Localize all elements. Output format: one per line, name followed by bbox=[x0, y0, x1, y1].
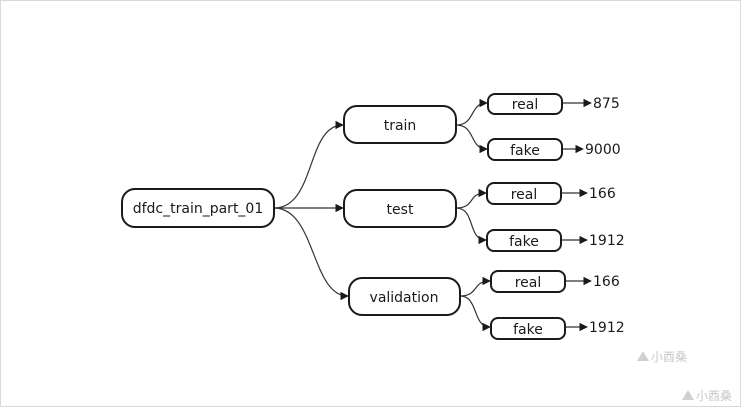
svg-text:小酉桑: 小酉桑 bbox=[696, 389, 732, 403]
count-validation-real: 166 bbox=[593, 274, 620, 290]
svg-text:小酉桑: 小酉桑 bbox=[651, 350, 687, 364]
edge-test-real bbox=[455, 188, 487, 209]
leaf-node-label: fake bbox=[513, 322, 543, 338]
count-validation-fake: 1912 bbox=[589, 320, 625, 336]
leaf-node-test-fake[interactable]: fake bbox=[486, 229, 562, 252]
edge-test-fake bbox=[455, 207, 487, 245]
count-train-real: 875 bbox=[593, 96, 620, 112]
watermark-middle: 小酉桑 bbox=[637, 350, 687, 364]
count-test-real: 166 bbox=[589, 186, 616, 202]
watermark-logo-icon bbox=[682, 390, 694, 400]
leaf-node-label: real bbox=[511, 187, 538, 203]
leaf-node-train-real[interactable]: real bbox=[487, 93, 563, 115]
edge-train-real bbox=[455, 98, 488, 126]
leaf-node-label: real bbox=[512, 97, 539, 113]
root-node[interactable]: dfdc_train_part_01 bbox=[121, 188, 275, 228]
watermark-corner: 小酉桑 bbox=[682, 389, 732, 403]
edge-root-train bbox=[273, 120, 344, 209]
leaf-node-label: fake bbox=[510, 143, 540, 159]
split-node-label: validation bbox=[370, 290, 439, 306]
leaf-node-label: real bbox=[515, 275, 542, 291]
leaf-node-train-fake[interactable]: fake bbox=[487, 138, 563, 161]
edge-validation-fake bbox=[459, 295, 491, 332]
split-node-label: test bbox=[387, 202, 414, 218]
leaf-node-label: fake bbox=[509, 234, 539, 250]
split-node-test[interactable]: test bbox=[343, 189, 457, 228]
root-node-label: dfdc_train_part_01 bbox=[133, 201, 264, 217]
split-node-train[interactable]: train bbox=[343, 105, 457, 144]
edge-validation-real bbox=[459, 276, 491, 297]
split-node-label: train bbox=[384, 118, 417, 134]
count-test-fake: 1912 bbox=[589, 233, 625, 249]
edge-root-validation bbox=[273, 207, 349, 301]
leaf-node-test-real[interactable]: real bbox=[486, 182, 562, 205]
edge-train-fake bbox=[455, 124, 488, 154]
split-node-validation[interactable]: validation bbox=[348, 277, 461, 316]
leaf-node-validation-real[interactable]: real bbox=[490, 270, 566, 293]
watermark-logo-icon bbox=[637, 351, 649, 361]
count-train-fake: 9000 bbox=[585, 142, 621, 158]
leaf-node-validation-fake[interactable]: fake bbox=[490, 317, 566, 340]
